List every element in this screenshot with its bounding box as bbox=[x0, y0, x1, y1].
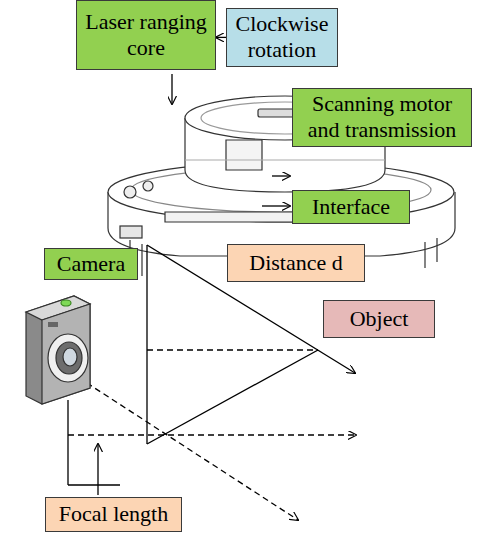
label-box: Interface bbox=[292, 190, 410, 224]
camera-icon bbox=[26, 296, 90, 404]
box-label: Focal length bbox=[59, 501, 168, 527]
leader-line bbox=[172, 74, 290, 206]
label-box: Distance d bbox=[227, 244, 365, 282]
box-label: Object bbox=[350, 306, 409, 332]
label-box: Scanning motor and transmission bbox=[292, 88, 472, 147]
note-box: Clockwise rotation bbox=[226, 8, 338, 67]
box-label: Laser ranging core bbox=[82, 9, 210, 62]
box-label: Scanning motor and transmission bbox=[298, 91, 466, 144]
projection-geometry bbox=[68, 245, 356, 520]
label-box: Focal length bbox=[45, 497, 182, 532]
box-label: Clockwise rotation bbox=[232, 11, 332, 64]
box-label: Interface bbox=[312, 194, 390, 220]
label-box: Laser ranging core bbox=[76, 0, 216, 70]
arrow-connector bbox=[216, 37, 226, 38]
label-box: Object bbox=[323, 300, 435, 338]
box-label: Camera bbox=[57, 251, 125, 277]
label-box: Camera bbox=[44, 248, 138, 280]
box-label: Distance d bbox=[249, 250, 342, 276]
